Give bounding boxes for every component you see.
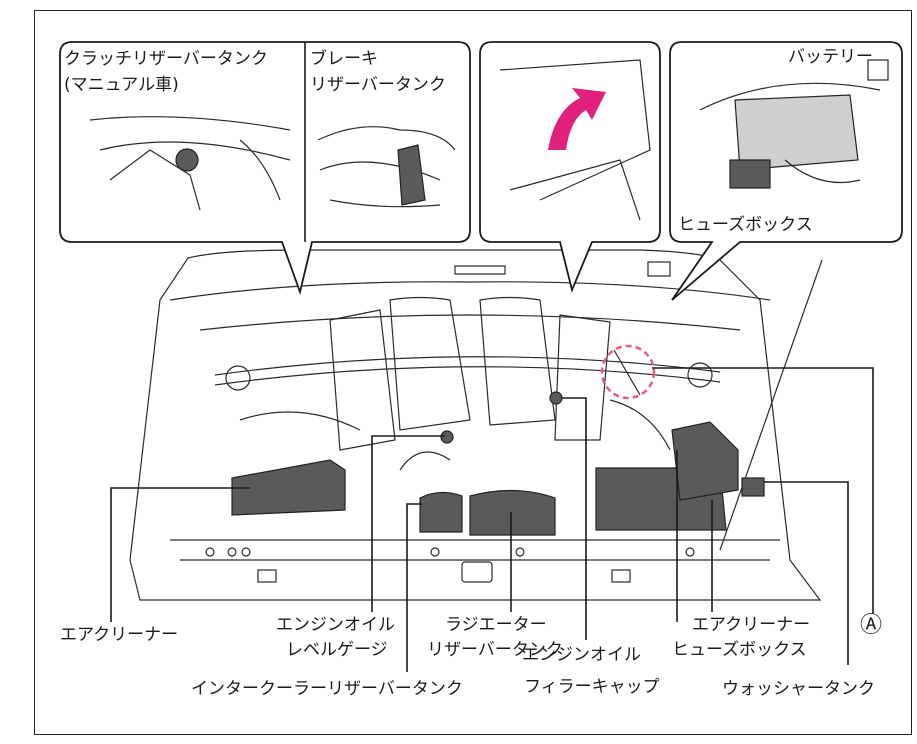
battery-sketch [699,59,889,189]
radiator-tank-label-1: ラジエーター [445,615,547,635]
fuse-box-part [671,421,739,501]
brake-tank-label-1: ブレーキ [310,48,378,69]
callout-lines [110,367,874,672]
oil-level-gauge-part [440,430,454,444]
oil-level-gauge-label-1: エンジンオイル [276,615,395,635]
oil-filler-cap-label-1: エンジンオイル [522,645,641,665]
marker-a-circle [600,344,656,400]
clutch-tank-label-2: (マニュアル車) [64,75,179,95]
radiator-tank-part [469,489,556,536]
intercooler-tank-label: インタークーラーリザーバータンク [191,679,463,699]
battery-label: バッテリー [788,47,873,67]
air-cleaner-right-label: エアクリーナー [692,615,810,635]
inset-middle-panel [479,41,661,293]
oil-filler-cap-part [549,391,563,405]
hood-latch-sketch [499,59,651,221]
intercooler-tank-part [419,491,463,533]
air-cleaner-left-part [231,459,346,516]
radiator-tank-label-2: リザーバータンク [427,640,563,660]
oil-level-gauge-label-2: レベルゲージ [286,640,388,660]
fuse-box-label: ヒューズボックス [672,640,807,660]
oil-filler-cap-label-2: フィラーキャップ [524,677,660,697]
lift-arrow-icon [548,88,606,150]
brake-tank-label-2: リザーバータンク [310,75,446,95]
marker-a-label: Ⓐ [860,613,882,638]
washer-tank-label: ウォッシャータンク [722,679,875,699]
inset-right-panel [669,41,903,301]
air-cleaner-left-label: エアクリーナー [60,625,178,645]
inset-left-panel [59,41,471,296]
clutch-tank-label-1: クラッチリザーバータンク [64,49,268,69]
brake-tank-sketch [317,126,456,208]
washer-tank-part [741,477,765,497]
figure-frame [34,10,912,735]
engine-bay-illustration [129,249,823,601]
clutch-tank-sketch [89,116,291,211]
fuse-box-inset-label: ヒューズボックス [678,215,813,235]
